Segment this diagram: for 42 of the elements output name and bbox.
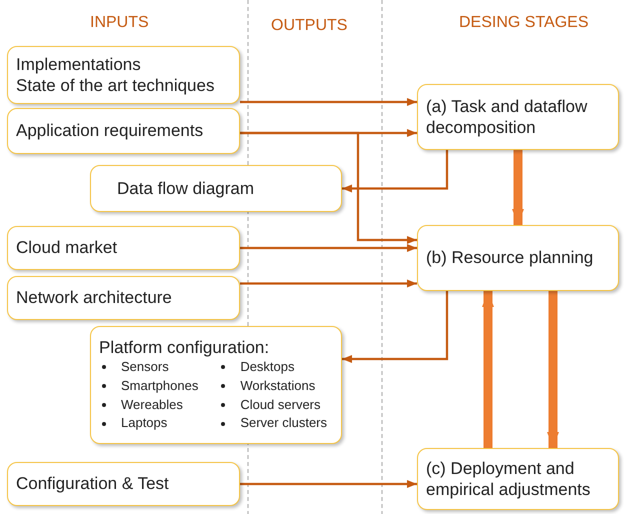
- arrow: [547, 291, 559, 448]
- list-heading: Platform configuration:: [99, 336, 270, 358]
- node-text: Data flow diagram: [117, 178, 256, 200]
- list-item: Smartphones: [121, 376, 198, 395]
- arrow: [482, 291, 494, 448]
- arrow: [240, 98, 417, 106]
- arrow: [240, 244, 417, 252]
- arrow: [240, 480, 417, 488]
- node-text: (b) Resource planning: [426, 247, 594, 269]
- column-heading: DESING STAGES: [459, 14, 589, 32]
- list-item: Server clusters: [240, 414, 328, 432]
- list-item: Desktops: [240, 358, 295, 376]
- stage-box: [417, 84, 619, 150]
- node-text: Network architecture: [16, 287, 173, 309]
- arrow: [512, 150, 524, 225]
- data-box: [7, 462, 240, 506]
- data-box: [7, 108, 240, 154]
- node-text: Implementations: [16, 54, 142, 75]
- arrow: [342, 150, 448, 192]
- data-box: [90, 165, 342, 212]
- list-item: Sensors: [121, 358, 169, 376]
- column-heading: INPUTS: [90, 14, 149, 32]
- node-text: (a) Task and dataflow decomposition: [426, 96, 588, 138]
- node-text: (c) Deployment and empirical adjustments: [426, 458, 592, 500]
- data-box: [7, 46, 240, 104]
- node-text: Application requirements: [16, 120, 204, 142]
- data-box: [7, 276, 240, 320]
- column-heading: OUTPUTS: [271, 17, 348, 35]
- arrow: [240, 280, 417, 288]
- data-box: [90, 326, 342, 444]
- arrow: [342, 291, 448, 363]
- stage-box: [417, 225, 619, 291]
- node-text: Cloud market: [16, 237, 118, 259]
- list-item: Cloud servers: [240, 396, 321, 414]
- arrow: [240, 132, 417, 244]
- list-item: Wereables: [121, 396, 183, 414]
- list-item: Workstations: [240, 376, 316, 395]
- node-text: State of the art techniques: [16, 75, 216, 96]
- node-text: Configuration & Test: [16, 473, 170, 495]
- stage-box: [417, 448, 619, 510]
- data-box: [7, 226, 240, 270]
- list-item: Laptops: [121, 414, 168, 432]
